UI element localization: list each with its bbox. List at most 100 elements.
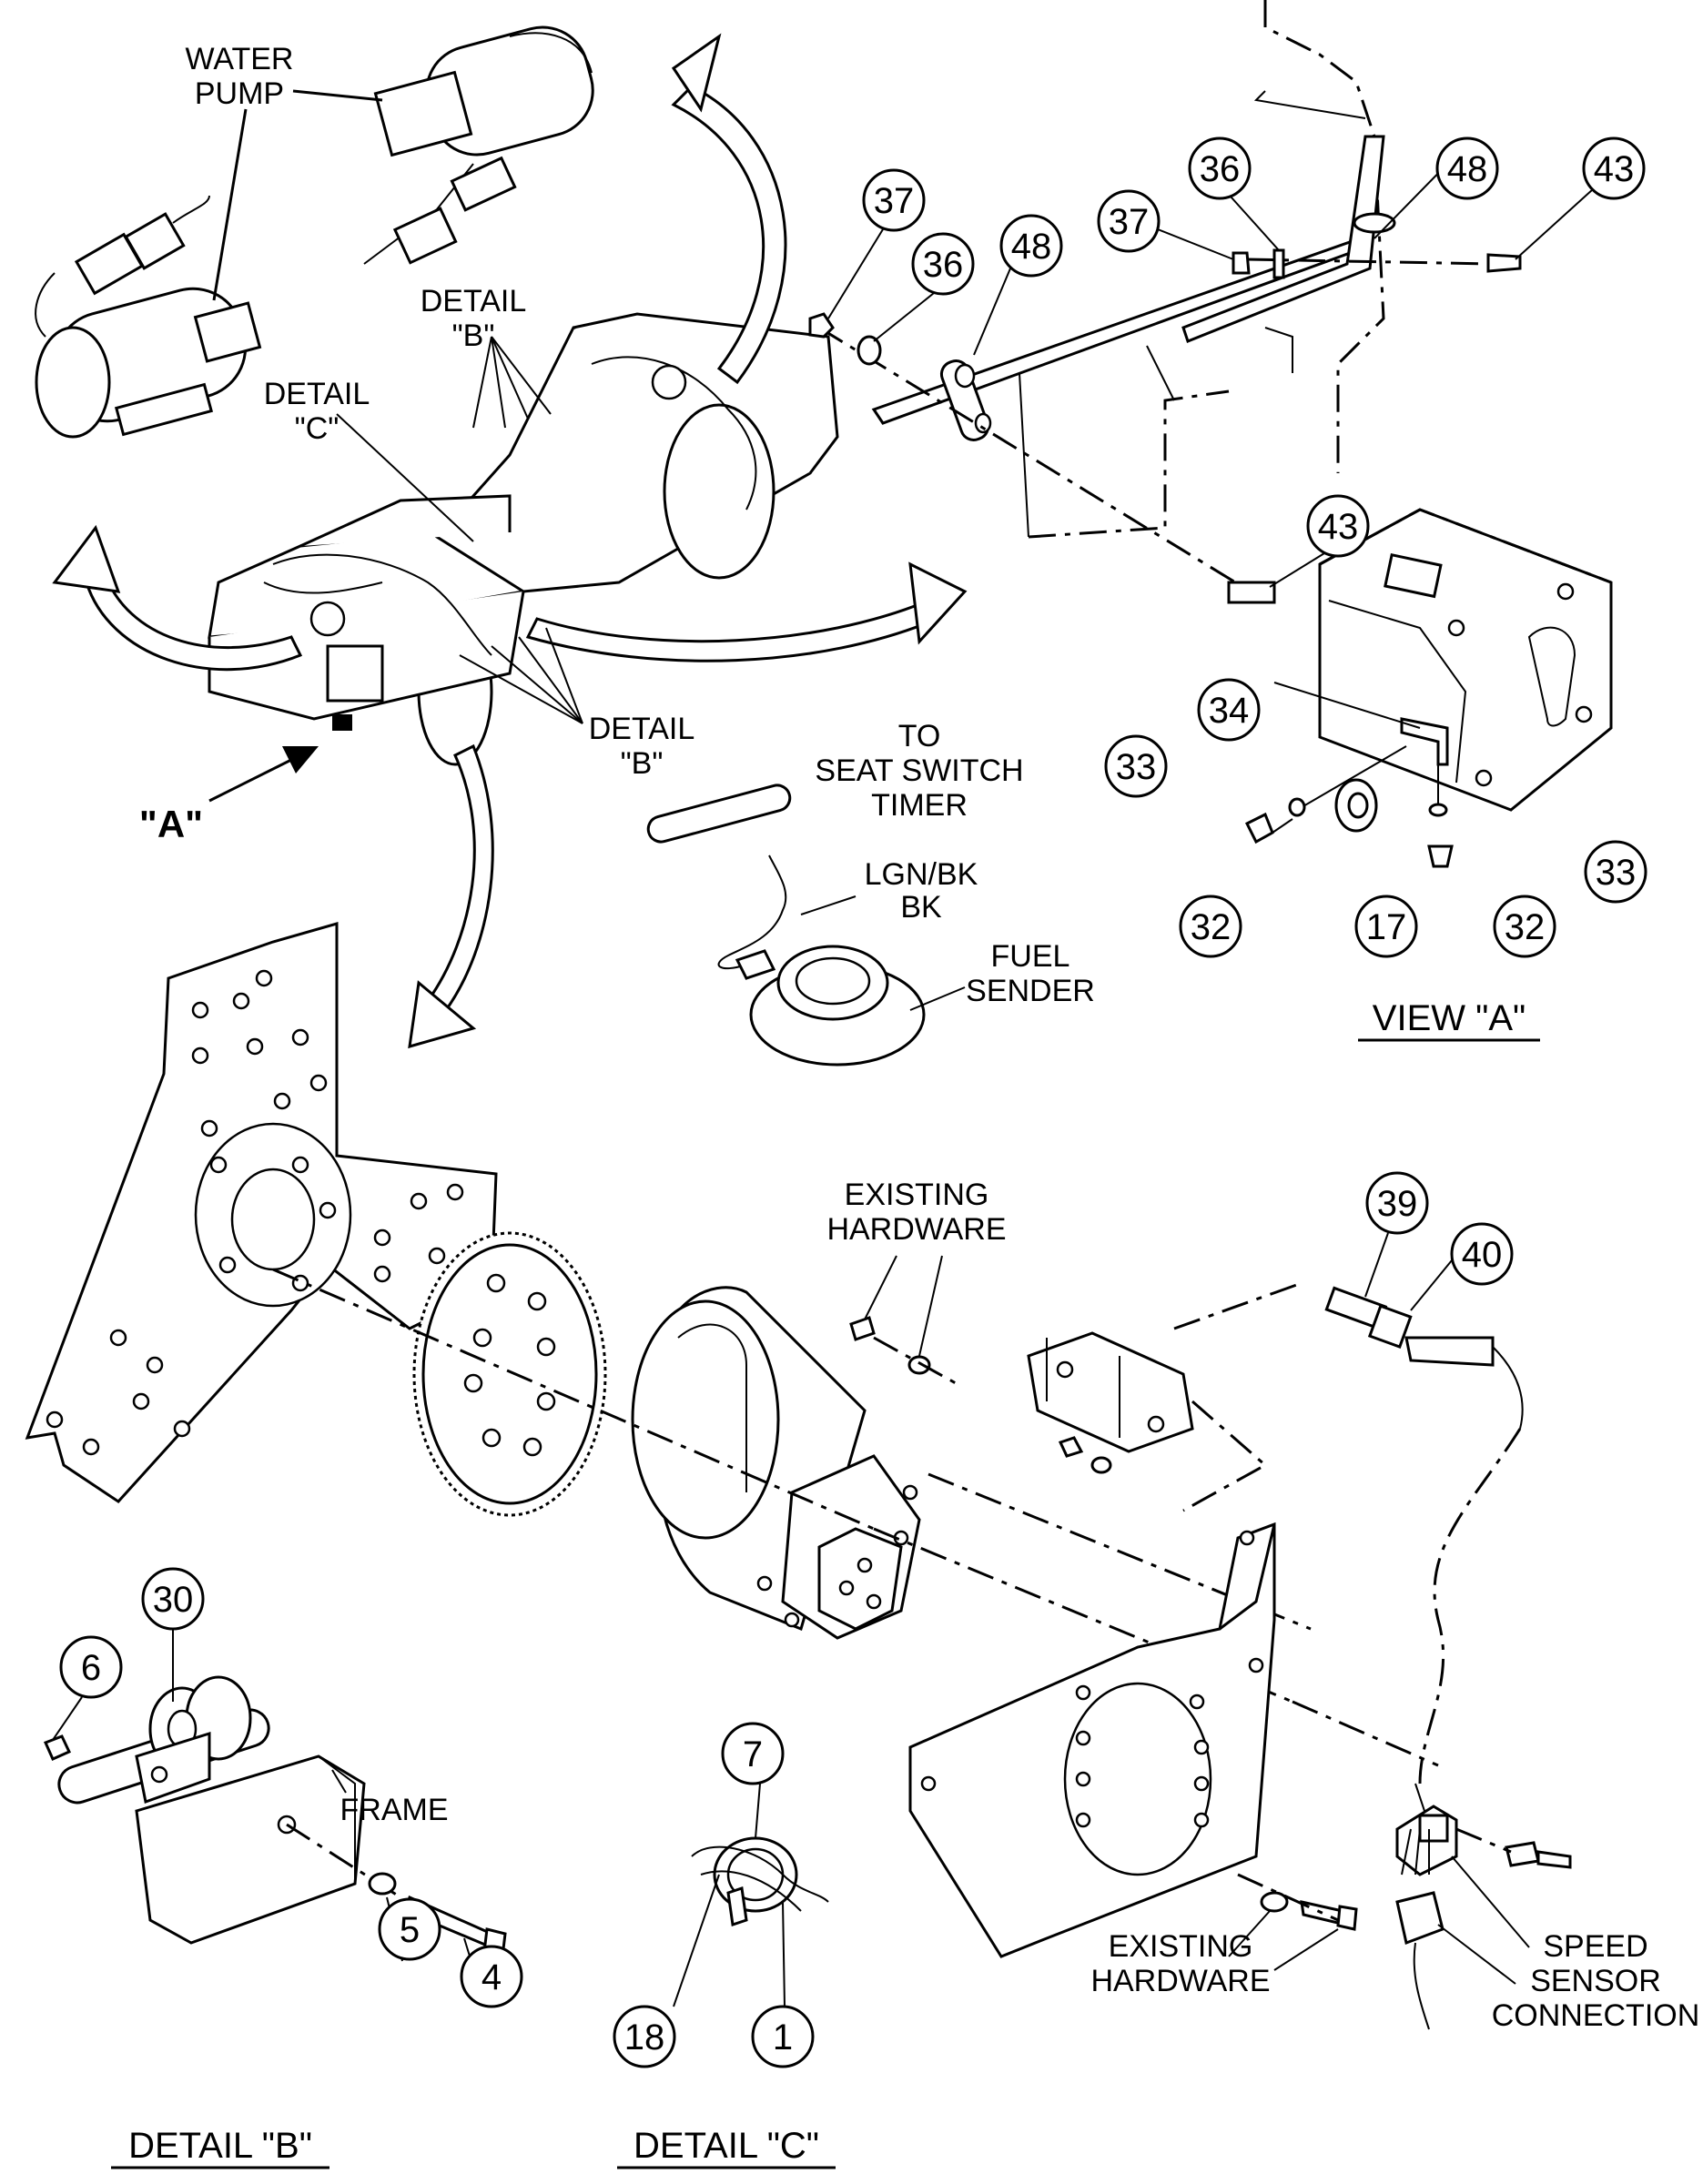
detail-b-top-line1: DETAIL: [421, 284, 527, 318]
callout-32: 32: [1179, 895, 1242, 958]
callout-18: 18: [613, 2005, 676, 2068]
svg-text:33: 33: [1116, 747, 1157, 787]
view-a-arrow-label: "A": [139, 803, 203, 845]
svg-text:6: 6: [81, 1648, 101, 1688]
svg-text:33: 33: [1596, 853, 1637, 893]
callout-6: 6: [59, 1635, 123, 1699]
label-speed-sensor: SPEED SENSOR CONNECTION: [1492, 1929, 1700, 2033]
svg-text:18: 18: [624, 2017, 665, 2058]
svg-text:17: 17: [1366, 907, 1407, 947]
label-detail-c-top: DETAIL "C": [264, 377, 370, 446]
motor-generator: [631, 1286, 921, 1640]
view-a-hardware: [1244, 778, 1454, 868]
callout-40: 40: [1450, 1222, 1514, 1286]
detail-b-title: DETAIL "B": [111, 2126, 329, 2169]
svg-text:36: 36: [923, 245, 964, 285]
seat-switch-line2: SEAT SWITCH: [815, 753, 1023, 788]
sensor-bracket: [1027, 1281, 1303, 1512]
detail-c-title-text: DETAIL "C": [634, 2126, 819, 2166]
ring-gear: [412, 1231, 607, 1517]
speed-sensor: [1324, 1232, 1524, 1785]
callout-37: 37: [862, 168, 926, 232]
speed-sensor-connector: [1395, 1783, 1572, 2030]
flow-arrow-right: [525, 561, 968, 662]
seat-switch-line3: TIMER: [871, 788, 968, 823]
frame-label: FRAME: [340, 1793, 449, 1827]
callout-36: 36: [1188, 136, 1252, 200]
callout-34: 34: [1197, 678, 1261, 742]
vehicle-frame: [208, 312, 839, 766]
detail-b-title-text: DETAIL "B": [128, 2126, 312, 2166]
svg-text:43: 43: [1318, 507, 1359, 547]
speed-sensor-line1: SPEED: [1543, 1929, 1647, 1964]
callout-33: 33: [1104, 734, 1168, 798]
svg-text:48: 48: [1447, 149, 1488, 189]
detail-leaders: [336, 336, 583, 724]
svg-text:5: 5: [400, 1910, 420, 1950]
callout-37: 37: [1097, 189, 1161, 253]
svg-text:43: 43: [1594, 149, 1635, 189]
callout-48: 48: [1435, 136, 1499, 200]
svg-text:34: 34: [1209, 691, 1250, 731]
callout-43: 43: [1582, 136, 1646, 200]
callout-33: 33: [1584, 840, 1647, 904]
svg-text:36: 36: [1200, 149, 1241, 189]
svg-text:30: 30: [153, 1580, 194, 1620]
water-pump-leaders: [212, 89, 383, 301]
seat-switch-wiring: [646, 784, 857, 980]
flow-arrow-up-right: [671, 33, 787, 385]
existing-hardware-bottom-line2: HARDWARE: [1090, 1964, 1270, 1998]
svg-text:4: 4: [482, 1957, 502, 1997]
svg-text:39: 39: [1377, 1184, 1418, 1224]
label-detail-b-mid: DETAIL "B": [589, 712, 695, 781]
svg-text:40: 40: [1462, 1235, 1503, 1275]
svg-text:37: 37: [1109, 202, 1150, 242]
mounting-plate: [908, 1522, 1276, 1958]
view-a-title-text: VIEW "A": [1373, 998, 1526, 1038]
callout-30: 30: [141, 1567, 205, 1631]
seat-switch-line1: TO: [898, 719, 941, 753]
view-a-bracket: [1273, 508, 1613, 812]
label-detail-b-top: DETAIL "B": [421, 284, 527, 353]
water-pump-upper: [363, 25, 594, 265]
wire-color-1: LGN/BK: [865, 857, 978, 892]
existing-hardware-top-line1: EXISTING: [845, 1178, 989, 1212]
label-existing-hardware-bottom: EXISTING HARDWARE: [1090, 1929, 1270, 1998]
svg-text:32: 32: [1191, 907, 1232, 947]
flow-arrow-down: [408, 743, 494, 1049]
label-existing-hardware-top: EXISTING HARDWARE: [826, 1178, 1006, 1247]
svg-text:7: 7: [743, 1734, 763, 1774]
wire-color-2: BK: [900, 890, 942, 925]
speed-sensor-line2: SENSOR: [1530, 1964, 1661, 1998]
callout-48: 48: [999, 214, 1063, 278]
flow-arrow-left: [52, 524, 303, 672]
existing-hardware-bottom: [1228, 1873, 1358, 1971]
fuel-sender: [749, 945, 966, 1067]
label-wire-colors: LGN/BK BK: [865, 857, 978, 925]
detail-c-top-line1: DETAIL: [264, 377, 370, 411]
detail-b-mid-line1: DETAIL: [589, 712, 695, 746]
hardware-line-37-36-48-43: [808, 312, 1276, 604]
detail-c-top-line2: "C": [295, 411, 340, 446]
label-water-pump: WATER PUMP: [186, 42, 294, 111]
speed-sensor-line3: CONNECTION: [1492, 1998, 1700, 2033]
svg-text:32: 32: [1505, 907, 1546, 947]
callout-4: 4: [460, 1945, 523, 2008]
svg-text:1: 1: [773, 2017, 793, 2058]
svg-text:48: 48: [1011, 227, 1052, 267]
callout-5: 5: [378, 1897, 441, 1961]
fuel-sender-line2: SENDER: [966, 974, 1095, 1008]
water-pump-line2: PUMP: [195, 76, 284, 111]
view-a-arrow: [208, 746, 319, 803]
adapter-plate-holes: [46, 969, 464, 1456]
detail-b-mid-line2: "B": [621, 746, 664, 781]
callout-36: 36: [911, 232, 975, 296]
water-pump-lower: [35, 195, 262, 439]
detail-b-top-line2: "B": [452, 318, 495, 353]
existing-hardware-top: [849, 1255, 957, 1385]
label-seat-switch: TO SEAT SWITCH TIMER: [815, 719, 1023, 823]
callout-43: 43: [1306, 494, 1370, 558]
callout-leaders: [827, 188, 1594, 588]
callout-17: 17: [1354, 895, 1418, 958]
